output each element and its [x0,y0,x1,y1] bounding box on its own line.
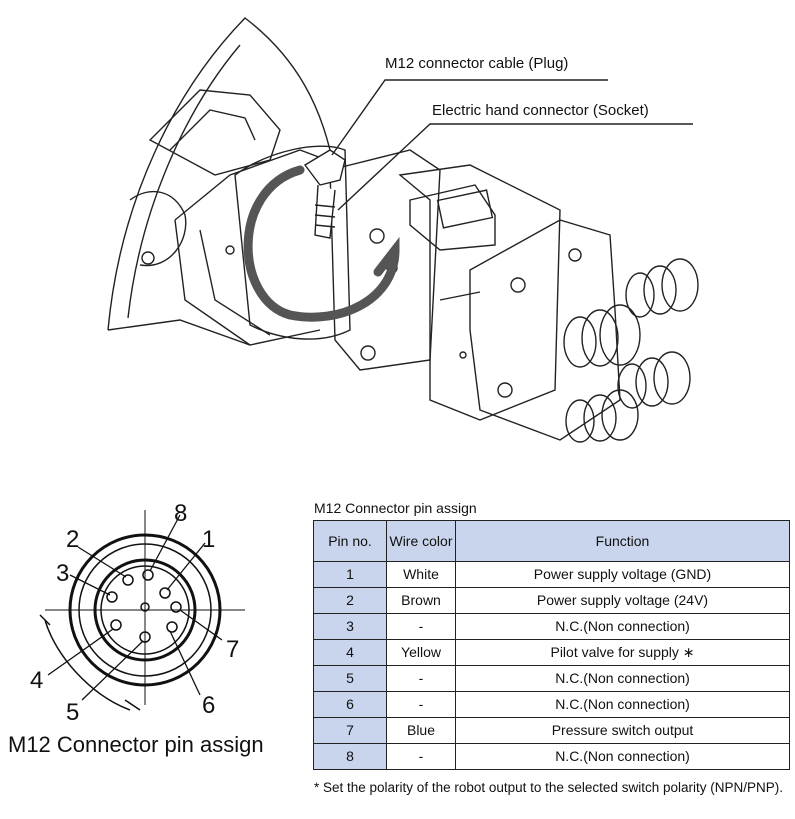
table-row: 1 White Power supply voltage (GND) [313,561,790,588]
m12-pin-diagram: 1 2 3 4 5 6 7 8 [30,500,245,725]
pin-number-cell: 8 [313,743,387,770]
header-function: Function [455,520,790,562]
function-cell: N.C.(Non connection) [455,743,790,770]
wire-color-cell: - [386,665,456,692]
function-cell: N.C.(Non connection) [455,613,790,640]
function-cell: Power supply voltage (24V) [455,587,790,614]
pin-leader-lines [47,514,223,701]
pin-number-cell: 6 [313,691,387,718]
function-cell: N.C.(Non connection) [455,665,790,692]
suction-cups [469,219,699,443]
wire-color-cell: - [386,691,456,718]
header-pin-no: Pin no. [313,520,387,562]
pin-label-8: 8 [174,500,187,527]
robot-hand-illustration [107,17,699,443]
table-row: 6 - N.C.(Non connection) [313,691,790,718]
pin-number-cell: 5 [313,665,387,692]
pin-label-3: 3 [56,560,69,587]
table-row: 4 Yellow Pilot valve for supply ∗ [313,639,790,666]
table-row: 3 - N.C.(Non connection) [313,613,790,640]
pin-number-cell: 4 [313,639,387,666]
wire-color-cell: Yellow [386,639,456,666]
electric-hand-body [398,164,561,421]
polarity-footnote: * Set the polarity of the robot output t… [314,780,783,795]
wire-color-cell: White [386,561,456,588]
wire-color-cell: - [386,743,456,770]
table-row: 5 - N.C.(Non connection) [313,665,790,692]
table-row: 7 Blue Pressure switch output [313,717,790,744]
pin-label-1: 1 [202,526,215,553]
pin-label-5: 5 [66,699,79,725]
wire-color-cell: Brown [386,587,456,614]
plug-leader-line [331,79,608,156]
table-title: M12 Connector pin assign [314,500,477,516]
function-cell: Pressure switch output [455,717,790,744]
wire-color-cell: - [386,613,456,640]
pin-diagram-caption: M12 Connector pin assign [8,732,264,757]
plug-callout-label: M12 connector cable (Plug) [385,55,569,72]
pin-number-cell: 2 [313,587,387,614]
function-cell: Pilot valve for supply ∗ [455,639,790,666]
pin-label-2: 2 [66,526,79,553]
function-cell: Power supply voltage (GND) [455,561,790,588]
socket-callout-label: Electric hand connector (Socket) [432,102,649,119]
pin-assign-table: Pin no. Wire color Function 1 White Powe… [313,520,790,770]
socket-leader-line [337,123,693,211]
pin-label-7: 7 [226,636,239,663]
table-header-row: Pin no. Wire color Function [313,520,790,562]
pin-number-cell: 3 [313,613,387,640]
pin-label-6: 6 [202,692,215,719]
pin-holes [106,569,182,643]
connector-face [39,510,245,711]
pin-number-cell: 7 [313,717,387,744]
m12-cable [243,149,400,322]
header-wire-color: Wire color [386,520,456,562]
wire-color-cell: Blue [386,717,456,744]
table-row: 8 - N.C.(Non connection) [313,743,790,770]
robot-arm-housing [107,17,341,346]
pin-label-4: 4 [30,667,43,694]
function-cell: N.C.(Non connection) [455,691,790,718]
table-row: 2 Brown Power supply voltage (24V) [313,587,790,614]
pin-number-cell: 1 [313,561,387,588]
